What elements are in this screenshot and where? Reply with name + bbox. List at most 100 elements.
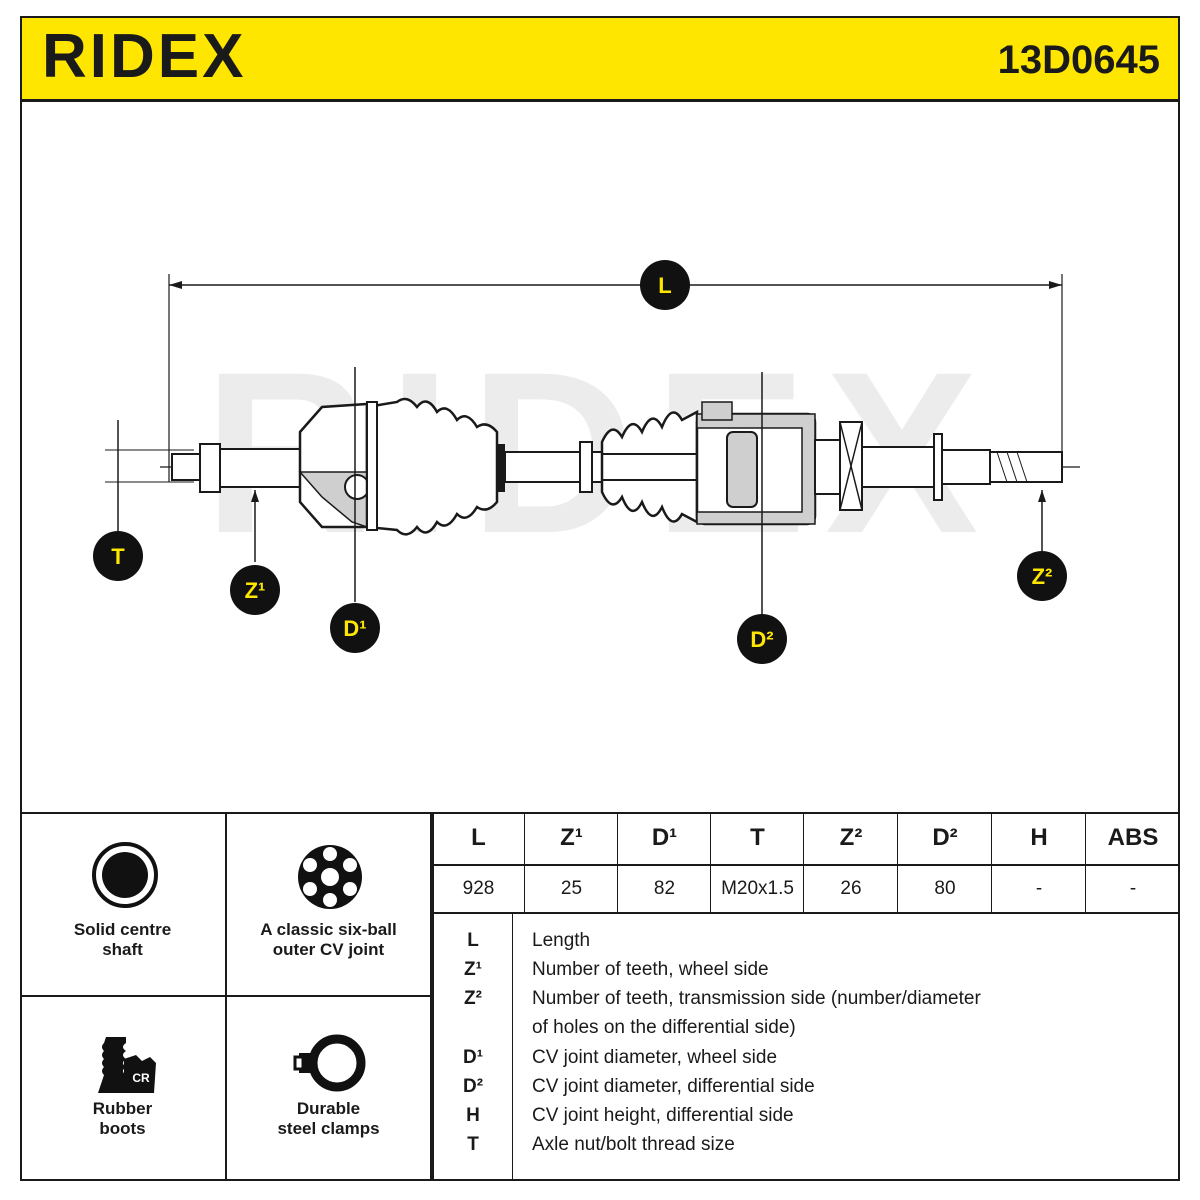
legend-key: Z²	[464, 988, 482, 1009]
z1-arrow	[251, 490, 259, 502]
stub-shaft	[861, 446, 938, 488]
spec-col-divider	[617, 812, 618, 912]
legend-text: Axle nut/bolt thread size	[532, 1134, 735, 1155]
spec-header: D²	[932, 824, 958, 851]
legend-key: D¹	[462, 1047, 484, 1068]
solid-shaft-icon	[92, 842, 158, 908]
brand-logo: RIDEX	[42, 22, 247, 91]
header-bar	[20, 16, 1180, 102]
outer-clamp-a	[366, 401, 378, 531]
legend-text: Number of teeth, transmission side (numb…	[532, 988, 981, 1009]
spec-col-divider	[432, 812, 434, 912]
feature-label-line1: Solid centre	[73, 920, 172, 939]
spec-col-divider	[1085, 812, 1086, 912]
legend-key: H	[466, 1105, 480, 1126]
spec-value: 26	[840, 878, 862, 899]
spec-col-divider	[524, 812, 525, 912]
bearing-x2	[839, 421, 863, 511]
rubber-boot-icon-text: CR	[132, 1071, 150, 1085]
legend-text: Number of teeth, wheel side	[532, 959, 769, 980]
spec-header: L	[471, 824, 486, 851]
label-z2-text: Z²	[1032, 564, 1053, 589]
legend-text: CV joint height, differential side	[532, 1105, 794, 1126]
centre-shaft-2	[591, 451, 603, 483]
label-t-text: T	[111, 544, 125, 569]
housing-neck	[814, 439, 841, 495]
legend-text: CV joint diameter, differential side	[532, 1076, 815, 1097]
spec-value-row	[432, 864, 1180, 914]
rubber-boot-icon: CR	[98, 1037, 156, 1093]
label-d2-text: D²	[750, 627, 773, 652]
damper-ring	[579, 441, 593, 493]
spec-value: -	[1129, 878, 1137, 899]
label-z1-text: Z¹	[245, 578, 266, 603]
legend-text: CV joint diameter, wheel side	[532, 1047, 778, 1068]
outer-boot	[365, 397, 499, 536]
drive-shaft-diagram: RIDEX	[93, 260, 1080, 664]
feature-label-line1: Durable	[296, 1099, 361, 1118]
inner-clamp	[701, 401, 733, 421]
spec-header: Z²	[839, 824, 863, 851]
label-d2: D²	[737, 614, 787, 664]
feature-solid-shaft: Solid centre shaft	[20, 812, 227, 997]
legend-text: Length	[532, 930, 591, 951]
feature-grid: Solid centre shaft A classic six-ball ou…	[20, 812, 432, 1181]
clamp-icon	[293, 1034, 366, 1092]
spec-header: H	[1030, 824, 1048, 851]
axle-thread	[171, 453, 201, 481]
label-d1-text: D¹	[343, 616, 366, 641]
spec-header: ABS	[1107, 824, 1159, 851]
feature-rubber-boots: CR Rubber boots	[20, 997, 227, 1181]
feature-label-line1: A classic six-ball	[260, 920, 397, 939]
l-arrow-left	[169, 281, 182, 289]
spec-value: 928	[462, 878, 495, 899]
feature-label-line2: outer CV joint	[272, 940, 385, 959]
axle-nut	[199, 443, 221, 493]
spec-col-divider	[803, 812, 804, 912]
spec-col-divider	[991, 812, 992, 912]
legend-key: Z¹	[464, 959, 482, 980]
spec-col-divider	[897, 812, 898, 912]
l-arrow-right	[1049, 281, 1062, 289]
feature-label-line2: boots	[99, 1119, 146, 1138]
spline-tick-2	[1006, 451, 1018, 483]
legend-key: T	[467, 1134, 479, 1155]
label-l-text: L	[658, 273, 671, 298]
spec-value: 80	[934, 878, 956, 899]
label-z2: Z²	[1017, 551, 1067, 601]
spline-tick-3	[1016, 451, 1028, 483]
spec-table: L Z¹ D¹ T Z² D² H ABS 928 25 82 M20x1.5 …	[432, 812, 1180, 914]
label-z1: Z¹	[230, 565, 280, 615]
legend-key: L	[467, 930, 479, 951]
spec-value: M20x1.5	[721, 878, 794, 899]
spec-header: T	[750, 824, 765, 851]
stub-shaft-2	[941, 449, 991, 485]
legend: L Length Z¹ Number of teeth, wheel side …	[432, 912, 1180, 1181]
outer-clamp-b	[497, 444, 505, 492]
wheel-spline	[219, 448, 301, 488]
section-divider	[20, 812, 1180, 814]
centre-shaft	[504, 451, 581, 483]
legend-text: of holes on the differential side)	[532, 1017, 796, 1038]
spline-tick-1	[996, 451, 1008, 483]
feature-label-line1: Rubber	[92, 1099, 153, 1118]
spec-col-divider	[710, 812, 711, 912]
label-l: L	[640, 260, 690, 310]
feature-six-ball: A classic six-ball outer CV joint	[227, 812, 432, 997]
spec-header-row	[432, 812, 1180, 866]
spec-value: 25	[560, 878, 583, 899]
legend-left-border	[432, 912, 434, 1181]
feature-steel-clamps: Durable steel clamps	[227, 997, 432, 1181]
feature-label-line2: shaft	[102, 940, 143, 959]
feature-label-line2: steel clamps	[277, 1119, 380, 1138]
legend-key: D²	[462, 1076, 484, 1097]
stub-collar	[933, 433, 943, 501]
spec-header: D¹	[651, 824, 678, 851]
spec-header: Z¹	[560, 824, 583, 851]
tripod-roller	[726, 431, 758, 508]
spec-value: -	[1035, 878, 1043, 899]
outer-cv-ball	[344, 474, 370, 500]
z2-arrow	[1038, 490, 1046, 502]
label-t: T	[93, 531, 143, 581]
six-ball-joint-icon	[298, 845, 362, 909]
